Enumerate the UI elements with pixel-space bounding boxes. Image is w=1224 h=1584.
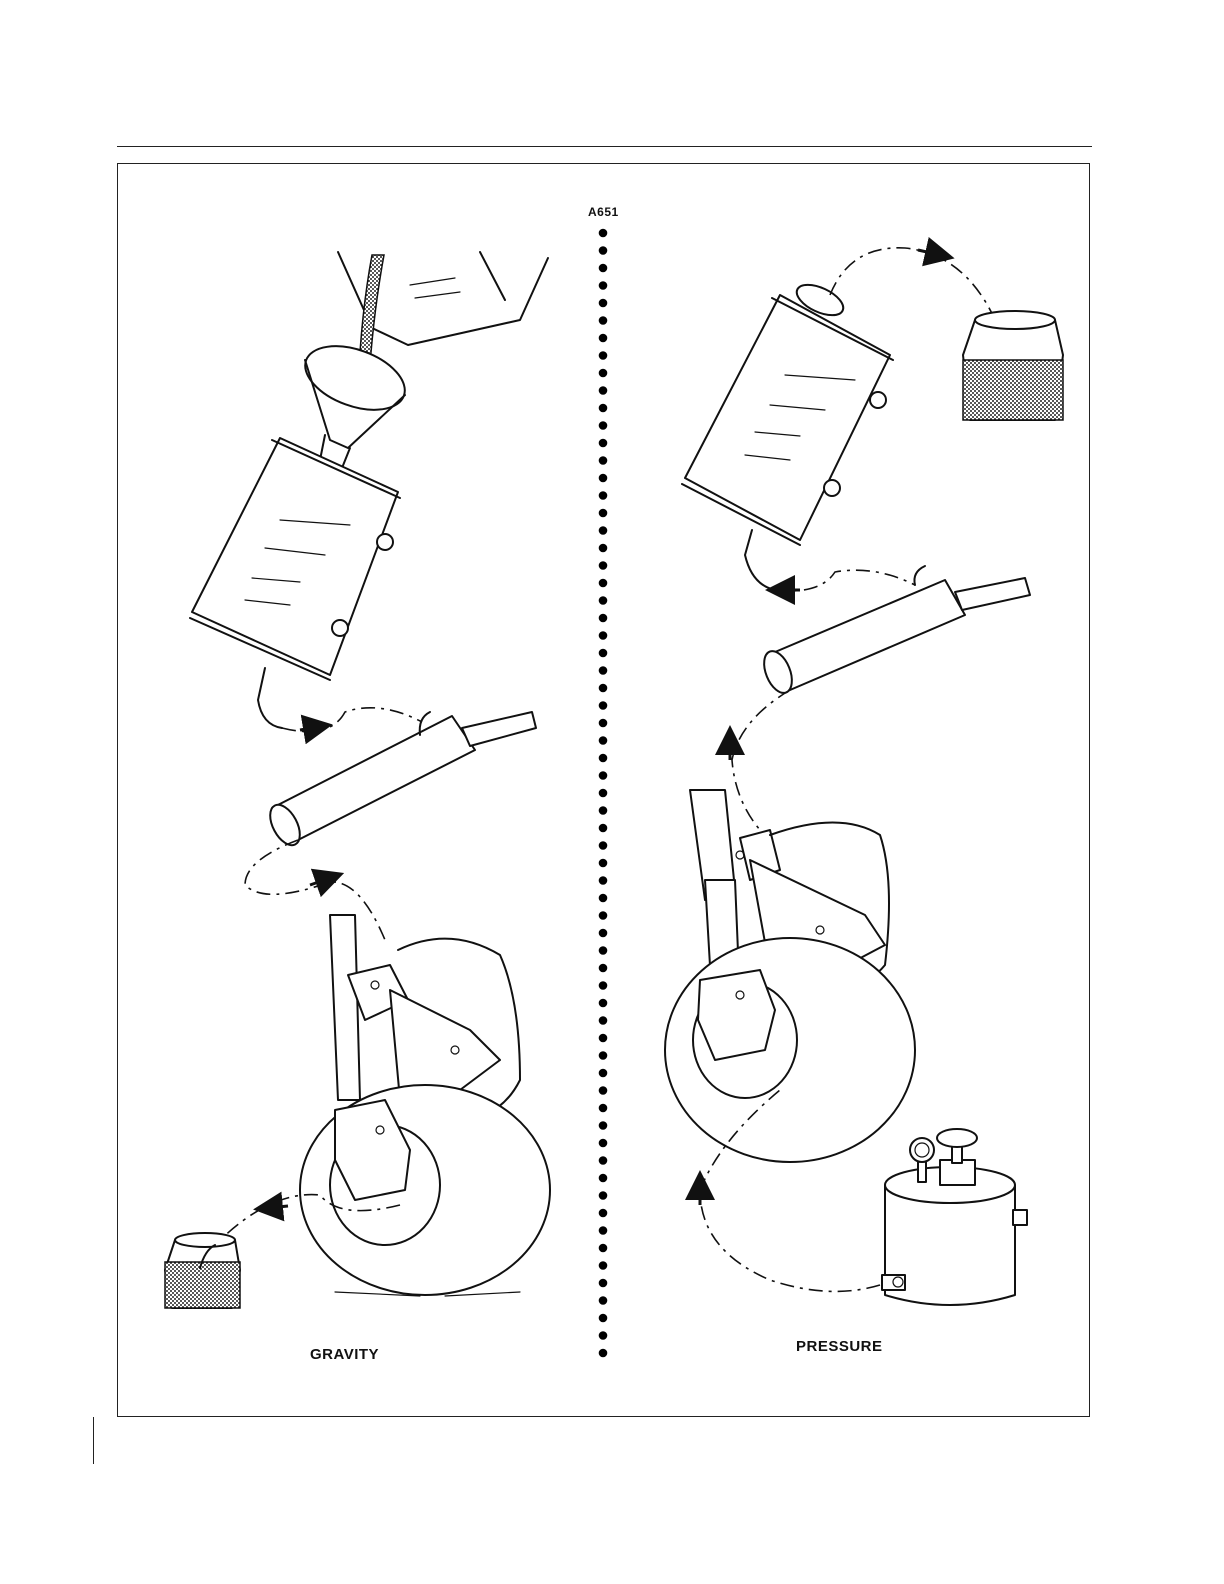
divider-dot	[599, 491, 608, 500]
divider-dot	[599, 456, 608, 465]
flow-arrow-3	[268, 1206, 288, 1208]
divider-dot	[599, 876, 608, 885]
divider-dot	[599, 1069, 608, 1078]
divider-dot	[599, 964, 608, 973]
divider-dot	[599, 859, 608, 868]
divider-dot	[599, 1086, 608, 1095]
divider-dot	[599, 1016, 608, 1025]
divider-dot	[599, 299, 608, 308]
divider-dot	[599, 1279, 608, 1288]
pressure-caption: PRESSURE	[796, 1338, 883, 1355]
divider-dot	[599, 701, 608, 710]
overflow-collection-jar	[963, 311, 1063, 420]
flow-arrow-4	[918, 250, 940, 255]
gravity-method-illustration	[165, 252, 550, 1308]
brake-line-1	[245, 840, 385, 940]
divider-dot	[599, 579, 608, 588]
divider-dot	[599, 386, 608, 395]
divider-dot	[599, 1104, 608, 1113]
pressure-method-illustration	[665, 248, 1063, 1305]
divider-dot	[599, 666, 608, 675]
pressure-reservoir	[682, 279, 893, 590]
divider-dot	[599, 351, 608, 360]
divider-dot	[599, 684, 608, 693]
divider-dot	[599, 1156, 608, 1165]
divider-dot	[599, 754, 608, 763]
divider-dot	[599, 544, 608, 553]
gravity-collection-jar	[165, 1233, 240, 1308]
divider-dot	[599, 841, 608, 850]
divider-dot	[599, 789, 608, 798]
divider-dot	[599, 281, 608, 290]
divider-dot	[599, 1174, 608, 1183]
divider-dot	[599, 334, 608, 343]
divider-dot	[599, 981, 608, 990]
divider-dot	[599, 824, 608, 833]
gravity-wheel	[300, 1085, 550, 1296]
divider-dot	[599, 1226, 608, 1235]
divider-dot	[599, 719, 608, 728]
supply-line-2	[775, 570, 915, 591]
divider-dot	[599, 806, 608, 815]
divider-dot	[599, 929, 608, 938]
divider-dot	[599, 894, 608, 903]
divider-dot	[599, 1244, 608, 1253]
divider-dot	[599, 246, 608, 255]
divider-dot	[599, 596, 608, 605]
flow-arrow-1	[300, 727, 318, 730]
divider-dot	[599, 614, 608, 623]
divider-dot	[599, 264, 608, 273]
divider-dot	[599, 1051, 608, 1060]
divider-dot	[599, 229, 608, 238]
divider-dot	[599, 1314, 608, 1323]
brake-line-2	[732, 690, 790, 830]
divider-dot	[599, 736, 608, 745]
gravity-caption: GRAVITY	[310, 1346, 379, 1363]
gravity-master-cylinder	[264, 712, 536, 850]
divider-dot	[599, 369, 608, 378]
pressure-bleeder-tank	[882, 1129, 1027, 1305]
divider-dot	[599, 1331, 608, 1340]
flow-arrow-2	[310, 878, 330, 885]
divider-dot	[599, 1209, 608, 1218]
gravity-reservoir	[190, 438, 400, 728]
divider-dot	[599, 911, 608, 920]
divider-dot	[599, 1349, 608, 1358]
divider-dot	[599, 1121, 608, 1130]
pressure-wheel	[665, 938, 915, 1162]
divider-dot	[599, 404, 608, 413]
divider-dot	[599, 1034, 608, 1043]
divider-dot	[599, 946, 608, 955]
divider-dot	[599, 474, 608, 483]
center-dotted-divider	[599, 229, 608, 1358]
divider-dot	[599, 631, 608, 640]
divider-dot	[599, 1191, 608, 1200]
divider-dot	[599, 1296, 608, 1305]
divider-dot	[599, 421, 608, 430]
divider-dot	[599, 1261, 608, 1270]
divider-dot	[599, 316, 608, 325]
divider-dot	[599, 1139, 608, 1148]
divider-dot	[599, 561, 608, 570]
divider-dot	[599, 649, 608, 658]
divider-dot	[599, 509, 608, 518]
divider-dot	[599, 526, 608, 535]
pressure-master-cylinder	[759, 566, 1030, 697]
funnel	[297, 334, 414, 468]
divider-dot	[599, 771, 608, 780]
divider-dot	[599, 439, 608, 448]
divider-dot	[599, 999, 608, 1008]
